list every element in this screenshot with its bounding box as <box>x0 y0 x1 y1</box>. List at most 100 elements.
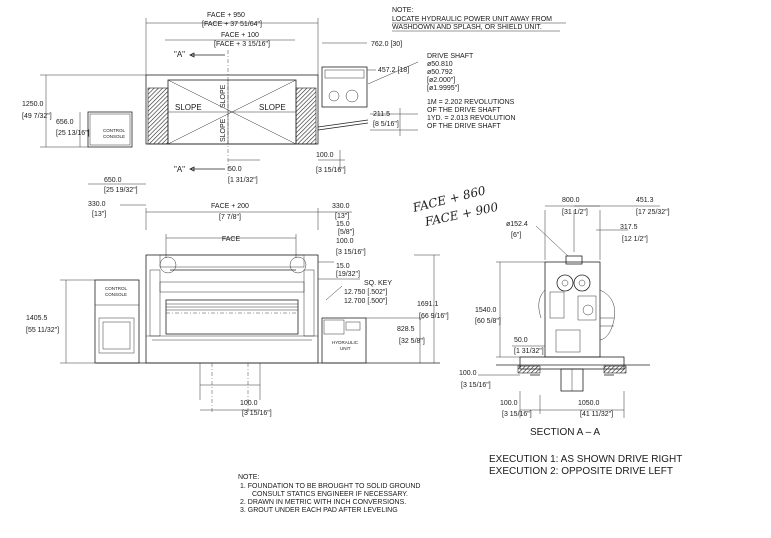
top-note-heading: NOTE: <box>392 7 413 14</box>
dim-face-200: FACE + 200 <box>211 203 249 210</box>
sa-dim-800-in: [31 1/2"] <box>562 209 588 216</box>
dim-211-in: [8 5/16"] <box>373 121 399 128</box>
hydraulic-label-1: HYDRAULIC <box>332 340 359 345</box>
dim-50: 50.0 <box>228 166 242 173</box>
bottom-note-2: 2. DRAWN IN METRIC WITH INCH CONVERSIONS… <box>240 499 406 506</box>
sa-dim-100b-in: [3 15/16"] <box>502 411 532 418</box>
dim-650: 650.0 <box>104 177 122 184</box>
fv-dim-1405-in: [55 11/32"] <box>26 327 59 334</box>
dim-457: 457.2 [18] <box>378 67 409 74</box>
dim-face: FACE <box>222 236 241 243</box>
fv-dim-828: 828.5 <box>397 326 415 333</box>
fv-dim-100b-in: [3 15/16"] <box>242 410 272 417</box>
sa-dim-1050: 1050.0 <box>578 400 600 407</box>
dim-1250: 1250.0 <box>22 101 44 108</box>
drive-shaft-title: DRIVE SHAFT <box>427 53 474 60</box>
fv-dim-1691-in: [66 9/16"] <box>419 313 449 320</box>
dim-face-100-in: [FACE + 3 15/16"] <box>214 41 270 48</box>
top-view: FACE + 950 [FACE + 37 51/64"] FACE + 100… <box>22 12 418 218</box>
dim-1250-in: [49 7/32"] <box>22 113 52 120</box>
sa-dim-100b: 100.0 <box>500 400 518 407</box>
fv-dim-100b: 100.0 <box>240 400 258 407</box>
drive-shaft-rev4: OF THE DRIVE SHAFT <box>427 123 501 130</box>
dim-762: 762.0 [30] <box>371 41 402 48</box>
fv-dim-828-in: [32 5/8"] <box>399 338 425 345</box>
dim-face-100: FACE + 100 <box>221 32 259 39</box>
dim-face-950: FACE + 950 <box>207 12 245 19</box>
slope-left-label: SLOPE <box>175 103 202 112</box>
execution-line-2: EXECUTION 2: OPPOSITE DRIVE LEFT <box>489 466 673 477</box>
sa-dim-317-in: [12 1/2"] <box>622 236 648 243</box>
fv-dim-15-in: [5/8"] <box>338 229 354 236</box>
fv-dim-100-in: [3 15/16"] <box>336 249 366 256</box>
dim-330-in: [13"] <box>92 211 106 218</box>
drive-shaft-d3: [ø2.000"] <box>427 77 455 84</box>
handwritten-notes: FACE + 860 FACE + 900 <box>410 183 499 229</box>
dim-330: 330.0 <box>88 201 106 208</box>
fv-dim-100: 100.0 <box>336 238 354 245</box>
sq-key-2: 12.700 [.500"] <box>344 298 387 305</box>
sq-key-1: 12.750 [.502"] <box>344 289 387 296</box>
bottom-note-heading: NOTE: <box>238 474 259 481</box>
sa-dim-451-in: [17 25/32"] <box>636 209 670 216</box>
dim-face-950-in: [FACE + 37 51/64"] <box>202 21 262 28</box>
top-note: NOTE: LOCATE HYDRAULIC POWER UNIT AWAY F… <box>392 7 566 32</box>
sa-dim-50-in: [1 31/32"] <box>514 348 544 355</box>
sa-dim-50: 50.0 <box>514 337 528 344</box>
slope-vertical-top: SLOPE <box>220 84 227 108</box>
sa-dim-100a: 100.0 <box>459 370 477 377</box>
execution-line-1: EXECUTION 1: AS SHOWN DRIVE RIGHT <box>489 454 682 465</box>
section-marker-bottom: "A" <box>174 165 185 174</box>
bottom-note-1b: CONSULT STATICS ENGINEER IF NECESSARY. <box>252 491 408 498</box>
top-note-line1: LOCATE HYDRAULIC POWER UNIT AWAY FROM <box>392 16 552 23</box>
top-control-label-1: CONTROL <box>103 128 125 133</box>
sa-dim-152: ø152.4 <box>506 221 528 228</box>
execution-notes: EXECUTION 1: AS SHOWN DRIVE RIGHT EXECUT… <box>489 454 682 477</box>
bottom-note-3: 3. GROUT UNDER EACH PAD AFTER LEVELING <box>240 507 398 514</box>
front-view: FACE + 200 [7 7/8"] FACE C <box>26 203 449 417</box>
sq-key-label: SQ. KEY <box>364 280 392 287</box>
sa-dim-1540-in: [60 5/8"] <box>475 318 501 325</box>
section-a-a: 800.0 [31 1/2"] 451.3 [17 25/32"] 317.5 … <box>459 197 670 438</box>
dim-656: 656.0 <box>56 119 74 126</box>
dim-face-200-in: [7 7/8"] <box>219 214 241 221</box>
fv-dim-1691: 1691.1 <box>417 301 439 308</box>
slope-vertical-bottom: SLOPE <box>220 118 227 142</box>
dim-656-in: [25 13/16"] <box>56 130 90 137</box>
fv-dim-1405: 1405.5 <box>26 315 48 322</box>
drive-shaft-rev2: OF THE DRIVE SHAFT <box>427 107 501 114</box>
fv-dim-15b-in: [19/32"] <box>336 271 360 278</box>
section-marker-top: "A" <box>174 50 185 59</box>
front-control-label-1: CONTROL <box>105 286 127 291</box>
dim-100-in: [3 15/16"] <box>316 167 346 174</box>
drive-shaft-d1: ø50.810 <box>427 61 453 68</box>
section-title: SECTION A – A <box>530 427 600 438</box>
dim-100: 100.0 <box>316 152 334 159</box>
sa-dim-451: 451.3 <box>636 197 654 204</box>
dim-650-in: [25 19/32"] <box>104 187 138 194</box>
fv-dim-330-in: [13"] <box>335 213 349 220</box>
hydraulic-label-2: UNIT <box>340 346 351 351</box>
drive-shaft-d2: ø50.792 <box>427 69 453 76</box>
dim-211: 211.5 <box>373 111 390 118</box>
drive-shaft-d4: [ø1.9995"] <box>427 85 459 92</box>
sa-dim-100a-in: [3 15/16"] <box>461 382 491 389</box>
sa-dim-800: 800.0 <box>562 197 580 204</box>
bottom-note-1: 1. FOUNDATION TO BE BROUGHT TO SOLID GRO… <box>240 483 420 490</box>
sa-dim-317: 317.5 <box>620 224 638 231</box>
slope-right-label: SLOPE <box>259 103 286 112</box>
dim-50-in: [1 31/32"] <box>228 177 258 184</box>
sa-dim-1540: 1540.0 <box>475 307 497 314</box>
drive-shaft-info: DRIVE SHAFT ø50.810 ø50.792 [ø2.000"] [ø… <box>367 53 516 130</box>
fv-dim-330: 330.0 <box>332 203 350 210</box>
drive-shaft-rev1: 1M = 2.202 REVOLUTIONS <box>427 99 515 106</box>
bottom-notes: NOTE: 1. FOUNDATION TO BE BROUGHT TO SOL… <box>238 474 420 514</box>
fv-dim-15b: 15.0 <box>336 263 350 270</box>
fv-dim-15: 15.0 <box>336 221 350 228</box>
top-control-label-2: CONSOLE <box>103 134 125 139</box>
sa-dim-152-in: [6"] <box>511 232 521 239</box>
front-control-label-2: CONSOLE <box>105 292 127 297</box>
drive-shaft-rev3: 1YD. = 2.013 REVOLUTION <box>427 115 516 122</box>
sa-dim-1050-in: [41 11/32"] <box>580 411 613 418</box>
